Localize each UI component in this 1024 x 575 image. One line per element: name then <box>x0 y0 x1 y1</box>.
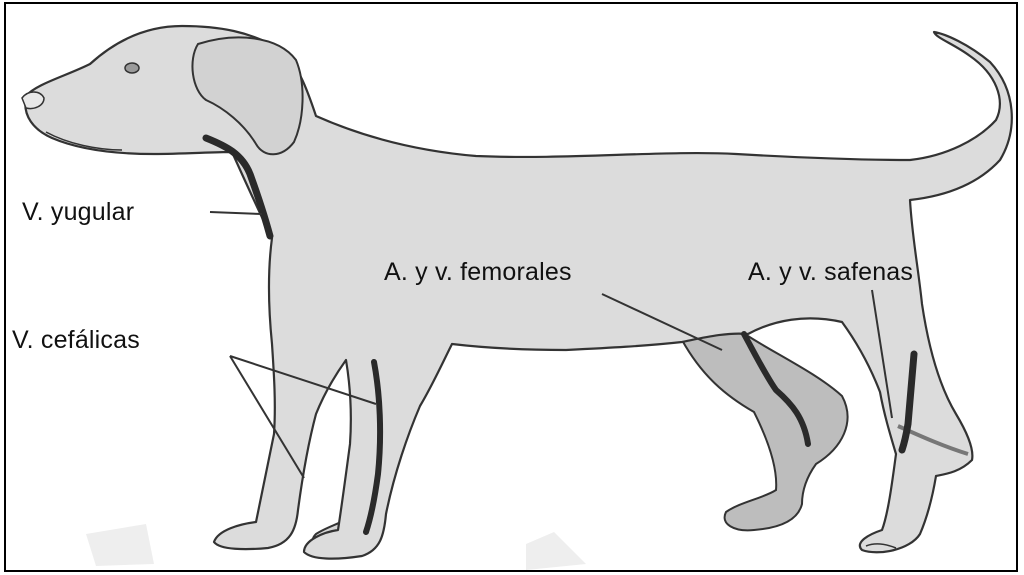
label-jugular-vein: V. yugular <box>22 200 134 225</box>
dog-body <box>25 26 1012 559</box>
dog-far-hind-leg <box>682 332 848 530</box>
label-cephalic-veins: V. cefálicas <box>12 328 140 353</box>
dog-eye <box>125 63 139 73</box>
diagram-frame: V. yugular A. y v. femorales A. y v. saf… <box>4 2 1018 572</box>
label-femoral-vessels: A. y v. femorales <box>384 260 572 285</box>
dog-anatomy-illustration <box>6 4 1018 572</box>
label-saphenous-vessels: A. y v. safenas <box>748 260 913 285</box>
leader-line-jugular <box>210 212 262 214</box>
